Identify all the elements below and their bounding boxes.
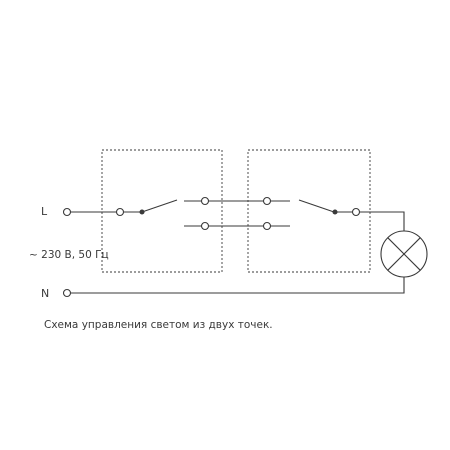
switched-wire	[359, 211, 405, 231]
neutral-wire	[70, 277, 405, 294]
lamp-icon	[380, 230, 428, 278]
supply-voltage-label: ~ 230 В, 50 Гц	[29, 249, 109, 261]
terminal-n-icon	[62, 288, 72, 298]
phase-label: L	[41, 205, 48, 218]
switch-box-left	[101, 149, 223, 273]
two-way-switch-right-icon	[262, 196, 361, 231]
terminal-l-icon	[62, 207, 72, 217]
two-way-switch-left-icon	[115, 196, 210, 231]
neutral-label: N	[41, 287, 50, 300]
diagram-caption: Схема управления светом из двух точек.	[44, 319, 273, 331]
switch-box-right	[247, 149, 371, 273]
